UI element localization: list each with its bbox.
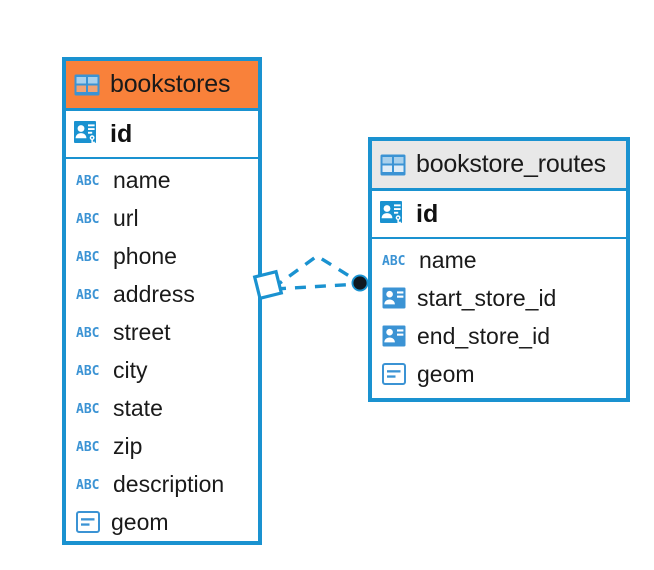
field-label: url bbox=[113, 204, 139, 231]
field-row[interactable]: ABC url bbox=[66, 199, 258, 237]
primary-key-label: id bbox=[110, 119, 133, 148]
field-list-bookstore-routes: ABC name start_store_id end_store_id geo… bbox=[372, 239, 626, 393]
table-icon-slot bbox=[380, 154, 406, 176]
primary-key-icon-slot bbox=[74, 121, 100, 147]
entity-title-bookstores: bookstores bbox=[110, 70, 231, 98]
text-field-icon: ABC bbox=[76, 250, 99, 264]
geometry-field-icon bbox=[382, 363, 406, 385]
text-field-icon: ABC bbox=[382, 254, 405, 268]
field-row[interactable]: geom bbox=[372, 355, 626, 393]
field-row[interactable]: ABC address bbox=[66, 275, 258, 313]
text-field-icon: ABC bbox=[76, 174, 99, 188]
text-field-icon: ABC bbox=[76, 212, 99, 226]
svg-text:ABC: ABC bbox=[76, 402, 99, 416]
field-label: name bbox=[113, 166, 171, 193]
primary-key-icon bbox=[380, 201, 402, 226]
table-icon bbox=[74, 74, 100, 95]
text-field-icon: ABC bbox=[76, 326, 99, 340]
table-icon bbox=[380, 154, 406, 175]
field-row[interactable]: ABC phone bbox=[66, 237, 258, 275]
primary-key-icon-slot bbox=[380, 201, 406, 227]
svg-text:ABC: ABC bbox=[76, 250, 99, 264]
svg-text:ABC: ABC bbox=[76, 364, 99, 378]
field-row[interactable]: geom bbox=[66, 503, 258, 541]
field-label: city bbox=[113, 356, 148, 383]
text-field-icon: ABC bbox=[76, 364, 99, 378]
entity-header-bookstore-routes[interactable]: bookstore_routes bbox=[372, 141, 626, 191]
svg-text:ABC: ABC bbox=[76, 326, 99, 340]
field-label: address bbox=[113, 280, 195, 307]
text-field-icon: ABC bbox=[76, 402, 99, 416]
svg-text:ABC: ABC bbox=[76, 440, 99, 454]
diamond-marker bbox=[252, 269, 284, 301]
primary-key-icon bbox=[74, 121, 96, 146]
field-row[interactable]: ABC zip bbox=[66, 427, 258, 465]
entity-table-bookstore-routes[interactable]: bookstore_routes id ABC name bbox=[368, 137, 630, 402]
reference-field-icon bbox=[382, 287, 406, 309]
field-list-bookstores: ABC name ABC url ABC phone ABC address A… bbox=[66, 159, 258, 541]
svg-text:ABC: ABC bbox=[382, 254, 405, 268]
svg-text:ABC: ABC bbox=[76, 288, 99, 302]
table-icon-slot bbox=[74, 74, 100, 96]
reference-field-icon bbox=[382, 325, 406, 347]
primary-key-row-bookstores[interactable]: id bbox=[66, 111, 258, 159]
field-row[interactable]: ABC description bbox=[66, 465, 258, 503]
relationship-line-upper bbox=[272, 253, 360, 290]
field-label: geom bbox=[111, 508, 169, 535]
field-row[interactable]: ABC street bbox=[66, 313, 258, 351]
svg-text:ABC: ABC bbox=[76, 212, 99, 226]
geometry-field-icon bbox=[76, 511, 100, 533]
entity-table-bookstores[interactable]: bookstores id ABC name ABC url AB bbox=[62, 57, 262, 545]
field-label: phone bbox=[113, 242, 177, 269]
field-row[interactable]: end_store_id bbox=[372, 317, 626, 355]
relationship-connector[interactable] bbox=[252, 248, 385, 320]
field-label: name bbox=[419, 246, 477, 273]
field-label: zip bbox=[113, 432, 143, 459]
primary-key-label: id bbox=[416, 199, 439, 228]
entity-title-bookstore-routes: bookstore_routes bbox=[416, 150, 606, 178]
entity-header-bookstores[interactable]: bookstores bbox=[66, 61, 258, 111]
field-label: start_store_id bbox=[417, 284, 557, 311]
svg-text:ABC: ABC bbox=[76, 478, 99, 492]
field-row[interactable]: ABC state bbox=[66, 389, 258, 427]
primary-key-row-bookstore-routes[interactable]: id bbox=[372, 191, 626, 239]
text-field-icon: ABC bbox=[76, 478, 99, 492]
svg-text:ABC: ABC bbox=[76, 174, 99, 188]
text-field-icon: ABC bbox=[76, 440, 99, 454]
text-field-icon: ABC bbox=[76, 288, 99, 302]
field-row[interactable]: start_store_id bbox=[372, 279, 626, 317]
filled-circle-marker bbox=[351, 274, 369, 292]
field-label: description bbox=[113, 470, 225, 497]
field-label: geom bbox=[417, 360, 475, 387]
field-row[interactable]: ABC name bbox=[66, 161, 258, 199]
field-label: end_store_id bbox=[417, 322, 550, 349]
field-row[interactable]: ABC city bbox=[66, 351, 258, 389]
field-label: state bbox=[113, 394, 163, 421]
field-row[interactable]: ABC name bbox=[372, 241, 626, 279]
relationship-line-lower bbox=[274, 282, 360, 291]
field-label: street bbox=[113, 318, 171, 345]
